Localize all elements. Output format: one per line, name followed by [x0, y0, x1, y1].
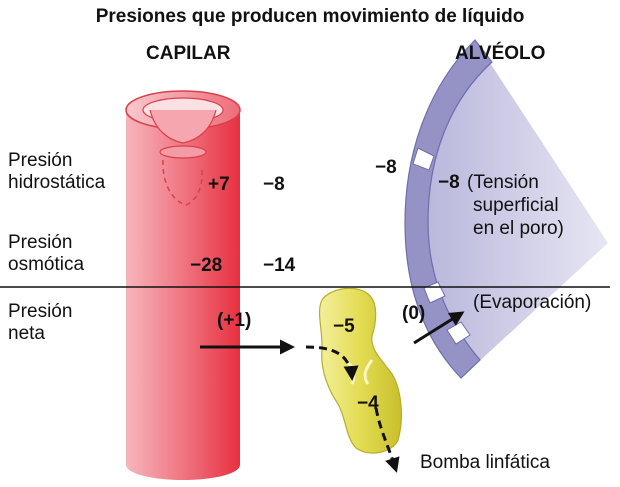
value-capillary-osmotic: −28 — [190, 255, 223, 276]
value-capillary-hydrostatic: +7 — [208, 174, 230, 195]
value-interstitial-hydrostatic: −8 — [263, 174, 285, 195]
annotation-tension-2: superficial — [473, 195, 559, 216]
capillary — [125, 90, 241, 480]
flow-arrows — [200, 311, 465, 473]
row-label-osm-2: osmótica — [8, 254, 85, 275]
annotation-evaporacion: (Evaporación) — [473, 292, 592, 313]
row-label-neta-1: Presión — [8, 301, 73, 322]
value-net-pressure: (+1) — [217, 310, 252, 331]
annotation-tension-1: (Tensión — [467, 172, 539, 193]
value-interstitial-osmotic: −14 — [263, 255, 296, 276]
diagram-title: Presiones que producen movimiento de líq… — [95, 6, 525, 27]
row-label-neta-2: neta — [8, 323, 45, 344]
row-label-hidro-1: Presión — [8, 150, 73, 171]
value-lymph-upper: −5 — [333, 316, 355, 337]
header-capilar: CAPILAR — [146, 43, 231, 64]
value-alveolar-interstitial: −8 — [375, 157, 397, 178]
evaporation-arrow — [413, 311, 465, 345]
value-alveolar-net: (0) — [402, 303, 426, 324]
header-alveolo: ALVÉOLO — [455, 43, 546, 64]
lymphatic-vessel — [319, 287, 402, 454]
lymph-entry-arrow — [305, 345, 359, 381]
value-lymph-lower: −4 — [357, 393, 379, 414]
row-label-osm-1: Presión — [8, 232, 73, 253]
annotation-bomba-linfatica: Bomba linfática — [420, 452, 550, 473]
row-label-hidro-2: hidrostática — [8, 172, 106, 193]
lymph-pump-arrow — [374, 407, 400, 473]
value-alveolar-pore: −8 — [438, 172, 460, 193]
annotation-tension-3: en el poro) — [473, 218, 564, 239]
